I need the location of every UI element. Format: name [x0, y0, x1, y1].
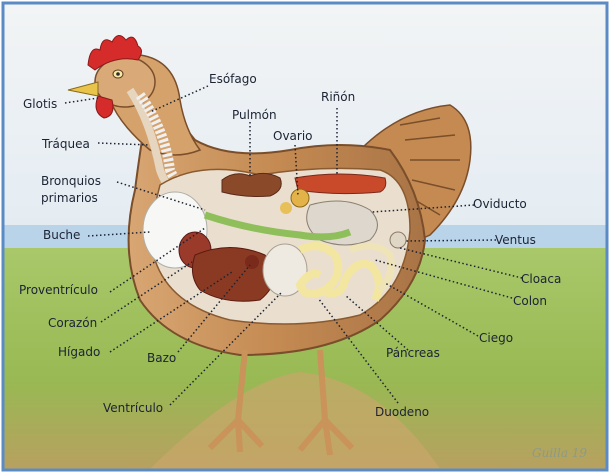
lung-organ [222, 173, 281, 196]
label-duodeno: Duodeno [375, 405, 429, 419]
label-corazon: Corazón [48, 316, 97, 330]
label-bronquios-line2: primarios [41, 191, 98, 205]
label-esofago: Esófago [209, 72, 257, 86]
artist-signature: Guilla 19 [532, 446, 587, 460]
label-ciego: Ciego [479, 331, 513, 345]
label-colon: Colon [513, 294, 547, 308]
label-proventriculo: Proventrículo [19, 283, 98, 297]
ovary-follicle [280, 202, 292, 214]
kidney-organ [295, 174, 386, 194]
label-buche: Buche [43, 228, 80, 242]
label-ventriculo: Ventrículo [103, 401, 163, 415]
label-rinon: Riñón [321, 90, 355, 104]
pupil [116, 72, 120, 76]
label-ventus: Ventus [495, 233, 536, 247]
label-ovario: Ovario [273, 129, 313, 143]
label-oviducto: Oviducto [473, 197, 527, 211]
label-pulmon: Pulmón [232, 108, 277, 122]
ovary-organ [291, 189, 309, 207]
label-higado: Hígado [58, 345, 100, 359]
label-glotis: Glotis [23, 97, 57, 111]
label-cloaca: Cloaca [521, 272, 561, 286]
label-bronquios-line1: Bronquios [41, 174, 101, 188]
label-pancreas: Páncreas [386, 346, 440, 360]
spleen-organ [245, 255, 259, 269]
label-traquea: Tráquea [42, 137, 90, 151]
label-bazo: Bazo [147, 351, 176, 365]
cloaca-organ [390, 232, 406, 248]
